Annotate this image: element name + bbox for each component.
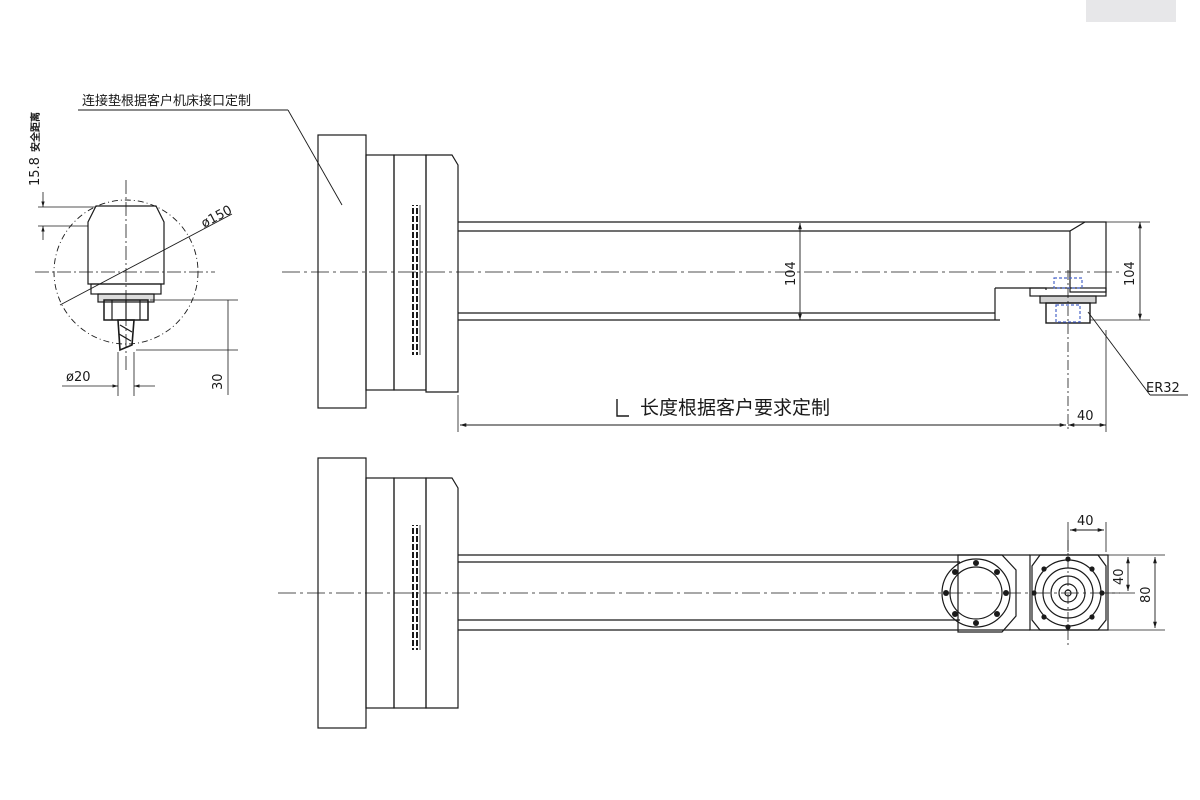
head-body: [87, 205, 165, 285]
height40-top-dim: 40: [1112, 568, 1127, 585]
dia20-dim: ø20: [66, 370, 91, 385]
top-view-lower: [278, 457, 1165, 729]
height104-end-dim: 104: [1123, 261, 1138, 286]
safety-label: 安全距离: [29, 112, 42, 152]
front-view-upper: [282, 134, 1188, 432]
height30-dim: 30: [211, 373, 226, 390]
width40-top-dim: 40: [1077, 514, 1094, 529]
collet-label: ER32: [1146, 381, 1180, 396]
width40-side-dim: 40: [1077, 409, 1094, 424]
connector-note: 连接垫根据客户机床接口定制: [82, 93, 251, 109]
length-note: 长度根据客户要求定制: [640, 397, 830, 419]
safety-gap-dim: 15.8: [28, 157, 43, 186]
drill-bit: [117, 319, 135, 352]
corner-tab: [1086, 0, 1176, 22]
side-view-left: [35, 180, 238, 396]
dia150-dim: ø150: [199, 203, 235, 232]
height80-top-dim: 80: [1139, 586, 1154, 603]
height104-inner-dim: 104: [784, 261, 799, 286]
